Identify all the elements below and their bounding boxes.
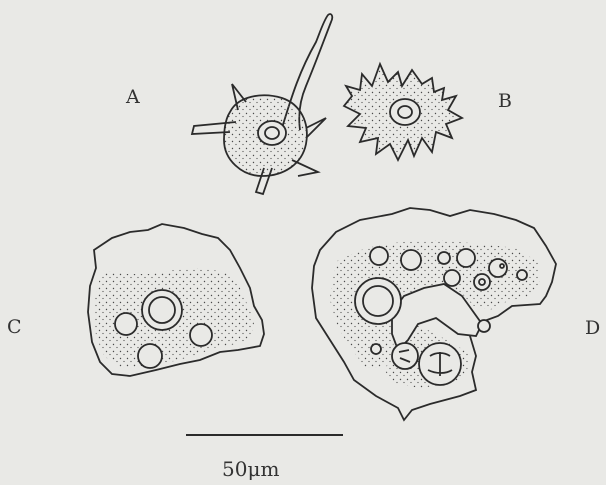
panel-label-d: D xyxy=(585,317,600,339)
panel-label-c: C xyxy=(7,316,22,338)
panel-label-b: B xyxy=(498,90,512,112)
cell-c-drawing xyxy=(88,224,264,376)
scale-bar-label: 50μm xyxy=(222,457,279,481)
panel-label-a: A xyxy=(126,86,140,108)
cell-b-drawing xyxy=(344,64,462,160)
cell-a-drawing xyxy=(192,14,332,194)
cell-d-drawing xyxy=(312,208,556,420)
